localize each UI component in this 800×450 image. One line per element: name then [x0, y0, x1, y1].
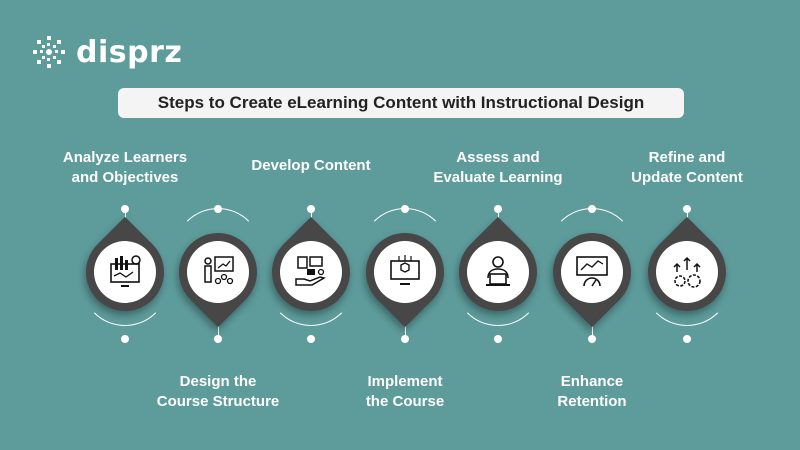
icon-circle: [656, 241, 718, 303]
disprz-snowflake-icon: [33, 36, 65, 68]
brand-name: disprz: [76, 34, 183, 70]
page-title: Steps to Create eLearning Content with I…: [118, 88, 684, 118]
step-label: Develop Content: [251, 157, 371, 174]
icon-circle: [561, 241, 623, 303]
connector-dot: [683, 205, 691, 213]
icon-circle: [374, 241, 436, 303]
icon-circle: [280, 241, 342, 303]
decorative-arc: [361, 208, 449, 296]
decorative-arc: [454, 238, 542, 326]
icon-circle: [467, 241, 529, 303]
icon-circle: [94, 241, 156, 303]
connector-dot: [494, 205, 502, 213]
decorative-arc: [643, 238, 731, 326]
icon-circle: [187, 241, 249, 303]
brand-logo: disprz: [30, 33, 182, 71]
presentation-icon: [204, 256, 234, 285]
connector-dot: [214, 335, 222, 343]
decorative-arc: [548, 208, 636, 296]
gears-arrows-icon: [673, 256, 701, 288]
learner-laptop-icon: [486, 256, 510, 286]
analytics-monitor-icon: [110, 255, 141, 287]
connector-dot: [121, 335, 129, 343]
dashboard-gauge-icon: [576, 256, 608, 287]
decorative-arc: [81, 238, 169, 326]
content-hand-icon: [295, 256, 326, 286]
decorative-arc: [174, 208, 262, 296]
monitor-box-icon: [390, 255, 420, 285]
connector-dot: [307, 335, 315, 343]
connector-dot: [401, 335, 409, 343]
connector-dot: [683, 335, 691, 343]
connector-dot: [307, 205, 315, 213]
connector-dot: [494, 335, 502, 343]
connector-dot: [121, 205, 129, 213]
decorative-arc: [267, 238, 355, 326]
step-3: Develop Content: [241, 0, 381, 450]
connector-dot: [588, 335, 596, 343]
